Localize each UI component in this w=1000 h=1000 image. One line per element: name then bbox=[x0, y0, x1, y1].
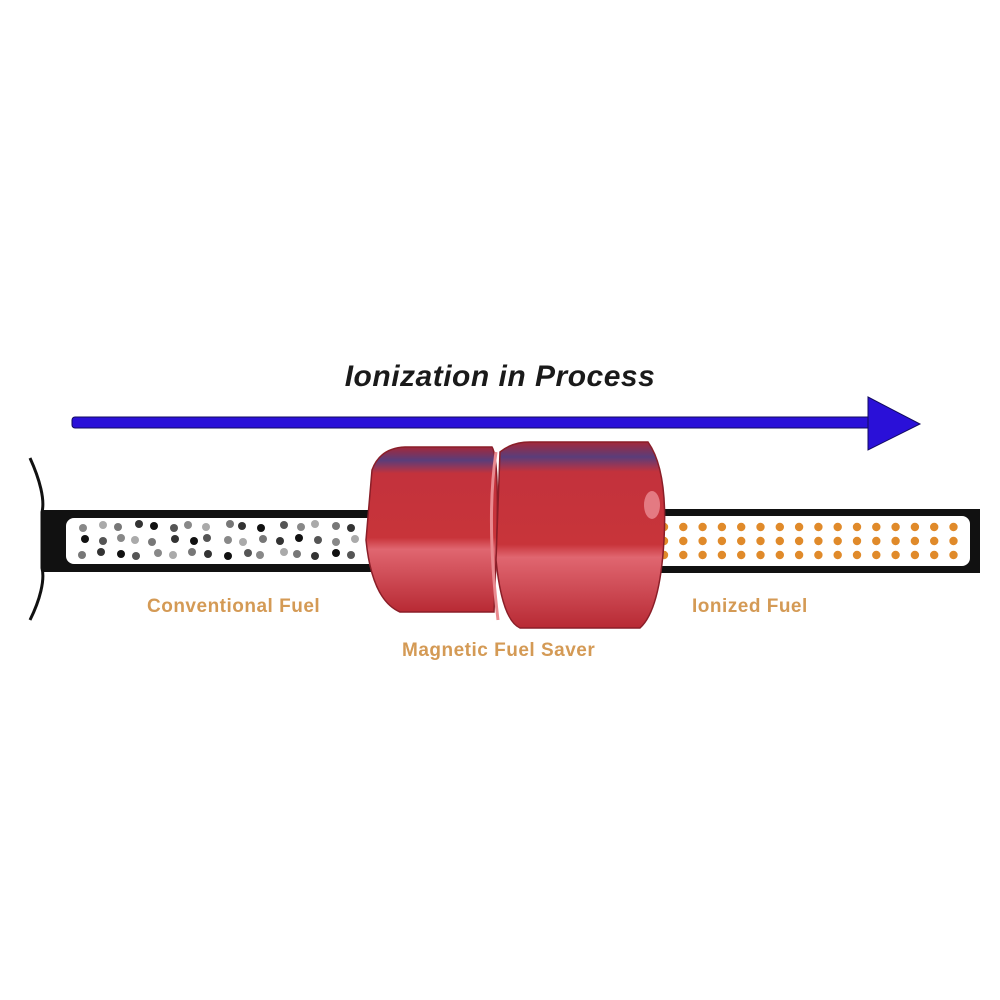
ionized-fuel-label: Ionized Fuel bbox=[692, 596, 808, 617]
flow-arrow bbox=[71, 396, 922, 451]
magnetic-fuel-saver-device bbox=[365, 441, 666, 629]
magnetic-fuel-saver-label: Magnetic Fuel Saver bbox=[402, 640, 596, 661]
ionized-fuel-pipe bbox=[640, 509, 980, 573]
conventional-fuel-label: Conventional Fuel bbox=[147, 596, 321, 617]
conventional-fuel-pipe bbox=[28, 457, 382, 621]
diagram-title: Ionization in Process bbox=[344, 360, 656, 393]
conventional-particles bbox=[78, 520, 359, 560]
